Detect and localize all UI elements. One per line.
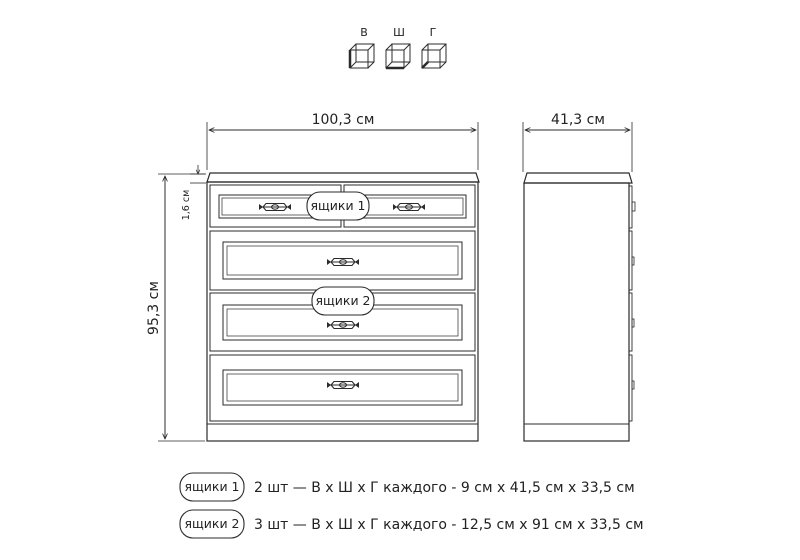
top-thickness-value: 1,6 см [181, 190, 192, 221]
axis-legend: В Ш Г [348, 26, 447, 70]
depth-value: 41,3 см [551, 112, 605, 128]
depth-axis-label: Г [430, 26, 437, 39]
legend-tag-pill [179, 509, 245, 539]
top-thickness-dimension [190, 165, 206, 184]
dresser-side-view [523, 172, 636, 442]
large-drawer-1 [209, 230, 476, 291]
drawer-handle-icon [258, 202, 292, 212]
legend-tag-pill [179, 472, 245, 502]
legend-row-2: ящики 2 3 шт — В х Ш х Г каждого - 12,5 … [179, 509, 644, 539]
width-axis-label: Ш [393, 26, 405, 39]
height-axis-label: В [360, 26, 368, 39]
height-value: 95,3 см [146, 281, 162, 335]
width-value: 100,3 см [312, 112, 375, 128]
depth-cube-icon [421, 43, 447, 69]
drawer-handle-icon [326, 320, 360, 330]
drawer-handle-icon [326, 257, 360, 267]
drawer-handle-icon [392, 202, 426, 212]
depth-dimension [522, 122, 633, 172]
drawers1-callout-pill [306, 191, 370, 221]
large-drawer-3 [209, 354, 476, 422]
legend-tag-text: ящики 2 [184, 516, 239, 531]
width-dimension [206, 122, 479, 170]
drawers1-callout-text: ящики 1 [310, 198, 365, 213]
height-cube-icon [348, 43, 375, 69]
legend-tag-text: ящики 1 [184, 479, 239, 494]
drawer-handle-icon [326, 380, 360, 390]
legend-row-1: ящики 1 2 шт — В х Ш х Г каждого - 9 см … [179, 472, 635, 502]
drawers2-callout-text: ящики 2 [315, 293, 370, 308]
legend-description: 2 шт — В х Ш х Г каждого - 9 см х 41,5 с… [254, 480, 635, 496]
drawers2-callout-pill [311, 286, 375, 316]
legend-description: 3 шт — В х Ш х Г каждого - 12,5 см х 91 … [254, 517, 644, 533]
width-cube-icon [385, 43, 411, 70]
